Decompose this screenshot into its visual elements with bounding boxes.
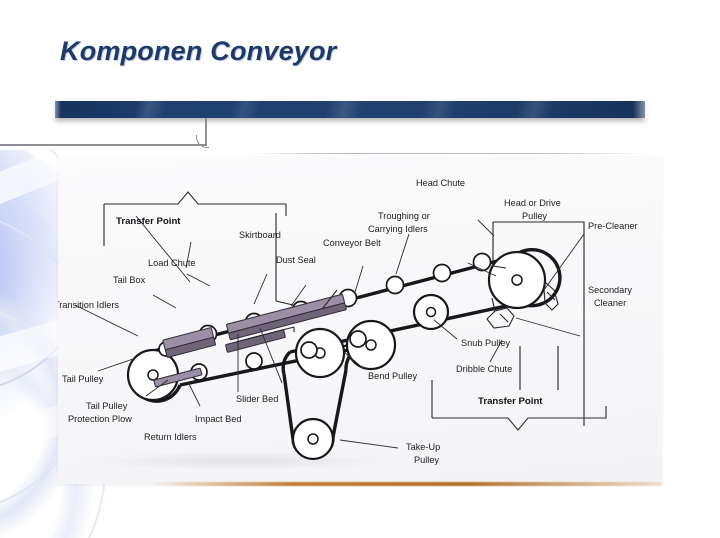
content-hairline [250, 153, 650, 154]
label-troughing-idlers-1: Troughing or [378, 211, 430, 221]
label-transfer-point-left: Transfer Point [116, 216, 181, 227]
label-head-drive-pulley-1: Head or Drive [504, 198, 561, 208]
bottom-accent-line [150, 482, 662, 486]
conveyor-diagram-image: Transfer Point Load Chute Skirtboard Dus… [58, 156, 662, 484]
label-dust-seal: Dust Seal [276, 255, 316, 265]
label-take-up-pulley-1: Take-Up [406, 442, 440, 452]
label-take-up-pulley-2: Pulley [414, 455, 439, 465]
label-tail-pulley-plow-1: Tail Pulley [86, 401, 128, 411]
page-title: Komponen Conveyor [60, 36, 337, 66]
label-troughing-idlers-2: Carrying Idlers [368, 224, 428, 234]
label-slider-bed: Slider Bed [236, 394, 278, 404]
label-bend-pulley: Bend Pulley [368, 371, 417, 381]
label-snub-pulley: Snub Pulley [461, 338, 510, 348]
label-load-chute: Load Chute [148, 258, 196, 268]
label-tail-pulley-plow-2: Protection Plow [68, 414, 132, 424]
label-tail-box: Tail Box [113, 275, 146, 285]
label-return-idlers: Return Idlers [144, 432, 197, 442]
title-underline-tail [0, 118, 225, 148]
label-transition-idlers: Transition Idlers [58, 300, 119, 310]
label-secondary-cleaner-2: Cleaner [594, 298, 626, 308]
label-secondary-cleaner-1: Secondary [588, 285, 632, 295]
label-dribble-chute: Dribble Chute [456, 364, 512, 374]
label-tail-pulley: Tail Pulley [62, 374, 104, 384]
label-head-chute: Head Chute [416, 178, 465, 188]
label-pre-cleaner: Pre-Cleaner [588, 221, 638, 231]
title-accent-bar [49, 101, 657, 118]
label-conveyor-belt: Conveyor Belt [323, 238, 381, 248]
label-transfer-point-right: Transfer Point [478, 396, 543, 407]
label-head-drive-pulley-2: Pulley [522, 211, 547, 221]
label-skirtboard: Skirtboard [239, 230, 281, 240]
label-impact-bed: Impact Bed [195, 414, 241, 424]
